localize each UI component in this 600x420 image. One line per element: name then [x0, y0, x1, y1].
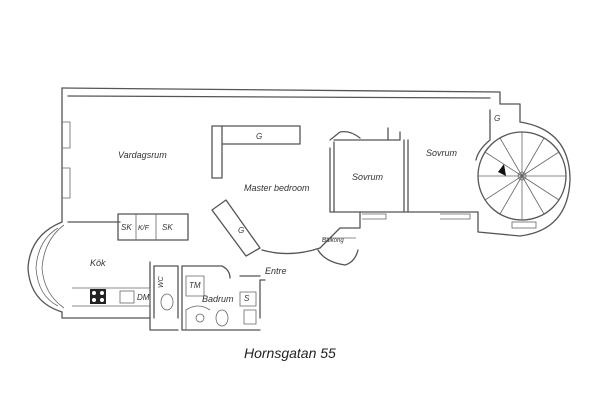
- room-label-sovrum-2: Sovrum: [426, 148, 458, 158]
- kitchen-bay: [27, 221, 65, 313]
- fixture-label-kf: K/F: [138, 225, 150, 232]
- bathroom-block: [149, 261, 261, 331]
- fixture-label-tm: TM: [189, 281, 201, 290]
- room-label-badrum: Badrum: [202, 294, 234, 304]
- room-label-sovrum-1: Sovrum: [352, 172, 384, 182]
- fixture-label-sk-1: SK: [121, 223, 132, 232]
- stair-arrow-icon: [498, 164, 506, 176]
- room-label-vardagsrum: Vardagsrum: [118, 150, 167, 160]
- stove: [90, 289, 106, 304]
- fixture-label-wc: WC: [158, 275, 165, 288]
- interior-walls: [67, 125, 479, 266]
- room-label-balkong: Balkong: [322, 238, 344, 244]
- fixture-label-s: S: [244, 294, 250, 303]
- outer-walls: [61, 87, 521, 331]
- fixture-label-g-top: G: [256, 132, 262, 141]
- room-label-master-bedroom: Master bedroom: [244, 183, 310, 193]
- room-label-kok: Kök: [90, 258, 106, 268]
- plan-title: Hornsgatan 55: [244, 345, 336, 361]
- fixture-label-g-diag: G: [238, 226, 244, 235]
- stair-window: [511, 221, 537, 229]
- fixture-label-dm: DM: [137, 293, 150, 302]
- spiral-stair: [475, 109, 571, 237]
- fixture-label-sk-2: SK: [162, 223, 173, 232]
- fixture-label-g-stair: G: [494, 114, 500, 123]
- sink: [119, 290, 135, 304]
- kitchen-counter: [72, 287, 151, 307]
- room-label-entre: Entre: [265, 266, 287, 276]
